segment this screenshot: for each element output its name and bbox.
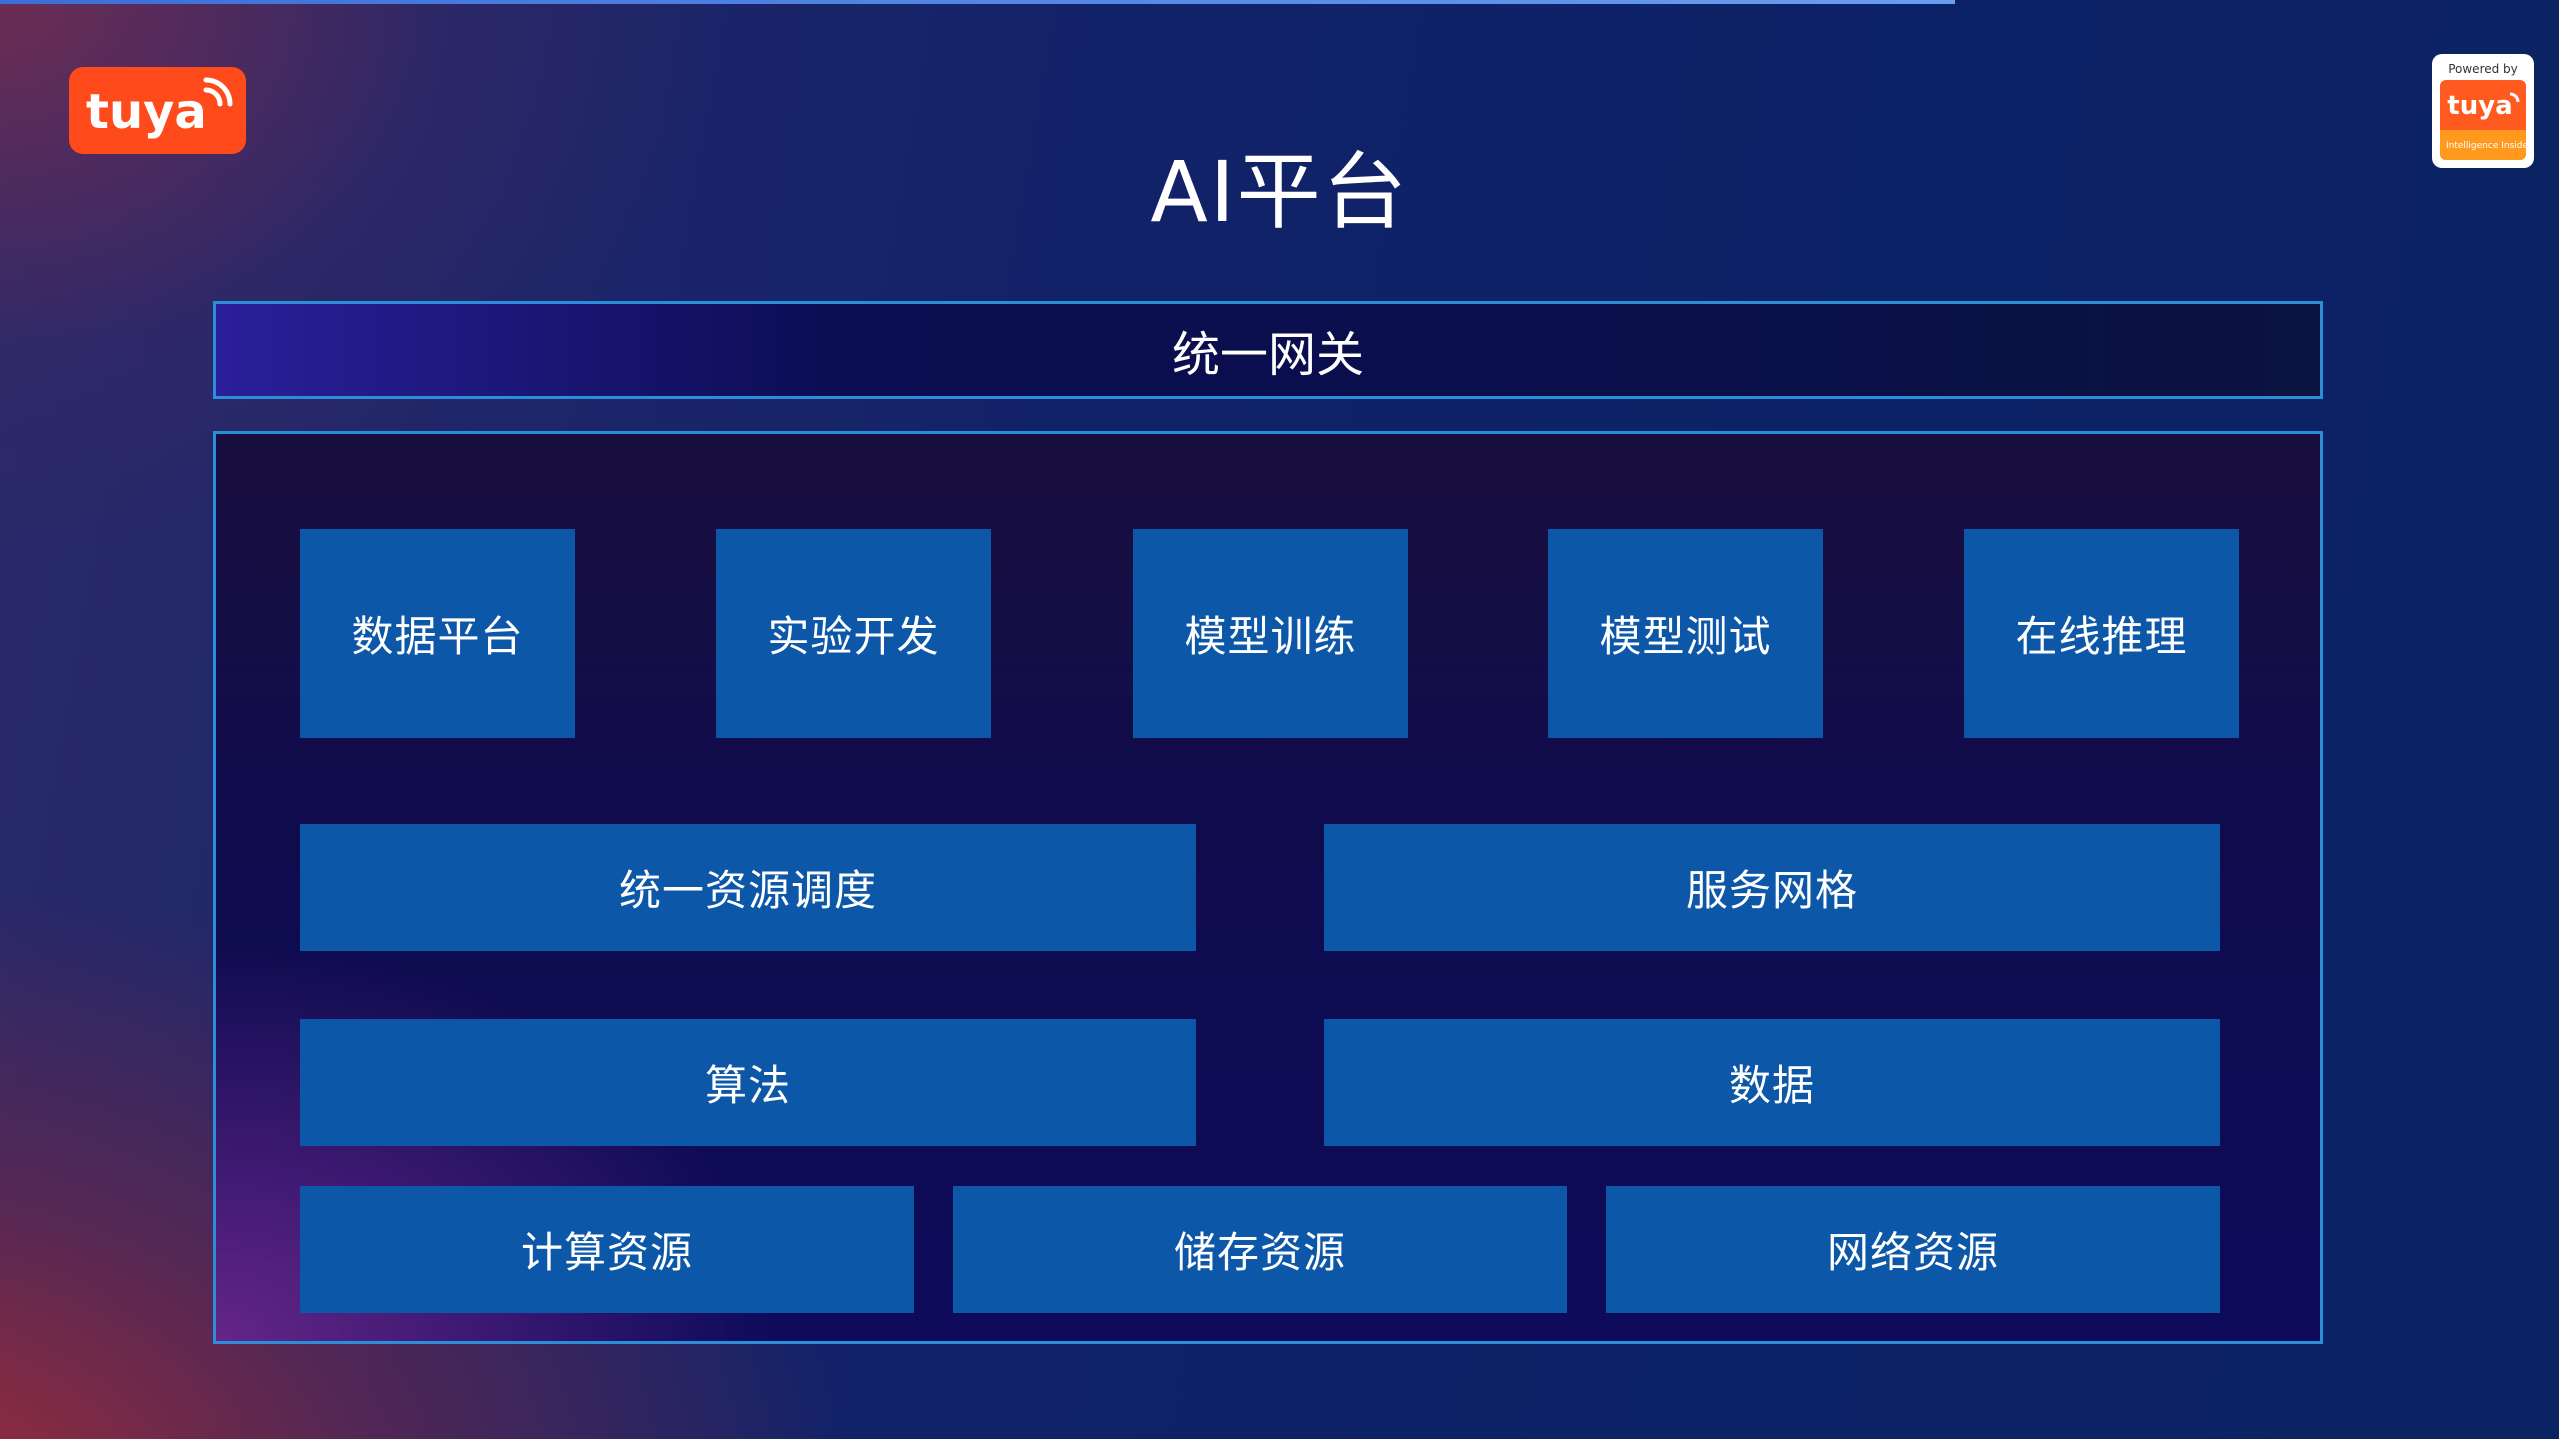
platform-container: 数据平台 实验开发 模型训练 模型测试 在线推理 统一资源调度 服务网格 算法 …	[213, 431, 2323, 1344]
algorithm-block: 算法	[300, 1019, 1196, 1146]
service-mesh-block: 服务网格	[1324, 824, 2220, 951]
storage-resources-block: 储存资源	[953, 1186, 1567, 1313]
network-resources-block: 网络资源	[1606, 1186, 2220, 1313]
badge-tagline-text: Intelligence Inside	[2446, 141, 2526, 151]
module-label: 模型训练	[1184, 612, 1357, 661]
badge-powered-by-text: Powered by	[2448, 62, 2518, 76]
badge-brand-block: tuya Intelligence Inside	[2440, 80, 2526, 160]
data-block: 数据	[1324, 1019, 2220, 1146]
unified-gateway-label: 统一网关	[1171, 327, 1364, 383]
scheduling-label: 统一资源调度	[618, 866, 877, 915]
powered-by-tuya-badge: Powered by tuya Intelligence Inside	[2432, 54, 2534, 168]
tuya-logo-icon: tuya	[86, 77, 232, 140]
compute-resources-block: 计算资源	[300, 1186, 914, 1313]
svg-text:tuya: tuya	[86, 84, 207, 140]
unified-gateway-bar: 统一网关	[213, 301, 2323, 399]
tuya-logo: tuya	[69, 67, 246, 154]
module-label: 实验开发	[767, 612, 940, 661]
badge-brand-text: tuya	[2447, 91, 2512, 121]
badge-tagline-strip: Intelligence Inside	[2440, 130, 2526, 160]
module-label: 数据平台	[351, 612, 524, 661]
resource-label: 计算资源	[520, 1228, 693, 1277]
module-online-inference: 在线推理	[1964, 529, 2239, 738]
module-model-training: 模型训练	[1133, 529, 1408, 738]
module-experiment-dev: 实验开发	[716, 529, 991, 738]
resource-label: 网络资源	[1826, 1228, 1999, 1277]
unified-resource-scheduling-block: 统一资源调度	[300, 824, 1196, 951]
module-label: 在线推理	[2015, 612, 2188, 661]
module-data-platform: 数据平台	[300, 529, 575, 738]
module-model-testing: 模型测试	[1548, 529, 1823, 738]
service-mesh-label: 服务网格	[1685, 866, 1858, 915]
module-label: 模型测试	[1599, 612, 1772, 661]
top-accent-line	[0, 0, 1955, 4]
resource-label: 储存资源	[1173, 1228, 1346, 1277]
algorithm-label: 算法	[704, 1061, 791, 1110]
page-title: AI平台	[1150, 143, 1409, 241]
data-label: 数据	[1728, 1061, 1815, 1110]
